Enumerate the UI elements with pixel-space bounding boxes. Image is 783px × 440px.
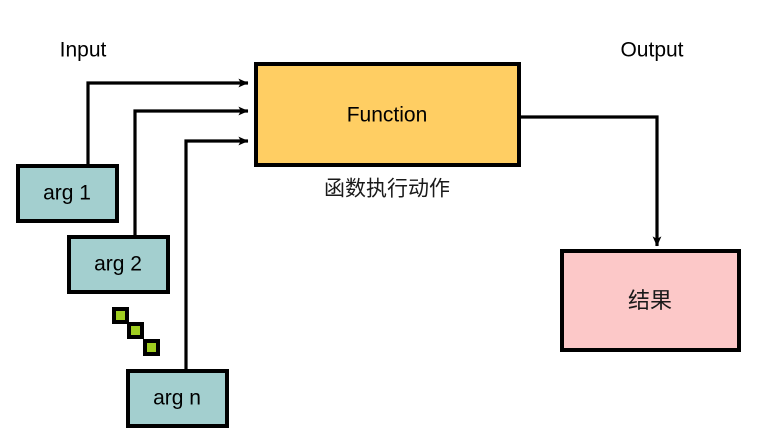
function-node-label: Function <box>347 104 428 127</box>
function-node[interactable] <box>254 62 521 167</box>
ellipsis-dot-3 <box>143 339 160 356</box>
ellipsis-dot-2 <box>127 322 144 339</box>
input-heading: Input <box>60 39 107 62</box>
input-node-arg-2-label: arg 2 <box>94 253 142 276</box>
connector-argn-to-function <box>184 136 249 369</box>
connector-arg1-to-function <box>86 78 249 164</box>
ellipsis-dot-1 <box>112 307 129 324</box>
result-node[interactable] <box>560 249 741 352</box>
connector-arg2-to-function <box>133 106 249 235</box>
input-node-arg-2[interactable] <box>67 235 170 294</box>
input-node-arg-1[interactable] <box>16 164 119 223</box>
output-heading: Output <box>620 39 683 62</box>
input-node-arg-1-label: arg 1 <box>43 182 91 205</box>
result-node-label: 结果 <box>628 289 672 314</box>
input-node-arg-n-label: arg n <box>153 387 201 410</box>
connector-function-to-result <box>519 115 662 247</box>
input-node-arg-n[interactable] <box>126 369 229 428</box>
function-node-caption: 函数执行动作 <box>324 177 450 201</box>
